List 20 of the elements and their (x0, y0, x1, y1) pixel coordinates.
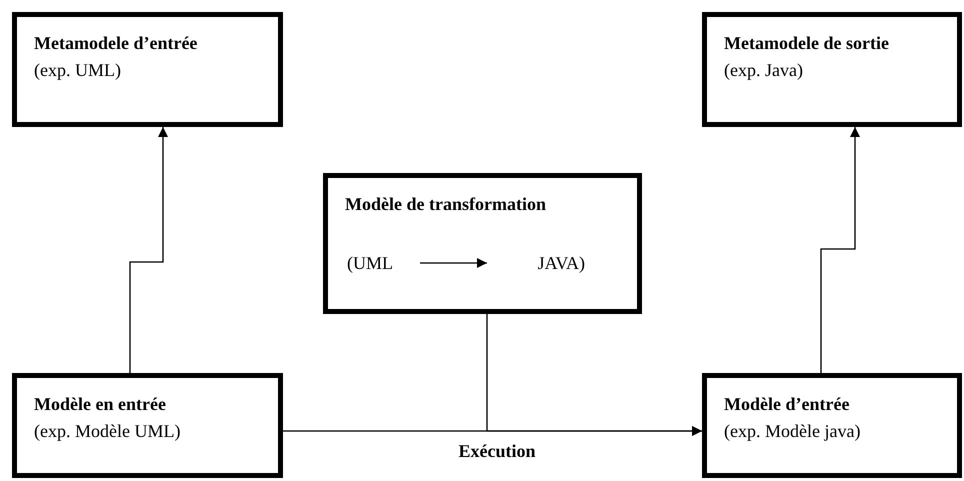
box-subtitle: (exp. UML) (34, 59, 121, 82)
process-box (702, 12, 962, 127)
box-title: Metamodele d’entrée (34, 32, 198, 55)
arrow (820, 127, 860, 373)
arrow (420, 258, 487, 268)
bare-text: (UML (347, 250, 420, 276)
box-subtitle: (exp. Modèle UML) (34, 420, 180, 443)
box-subtitle: (exp. Modèle java) (724, 420, 860, 443)
box-title: Modèle de transformation (345, 193, 546, 216)
box-title: Metamodele de sortie (724, 32, 889, 55)
process-box (702, 373, 962, 478)
process-box (12, 373, 283, 478)
arrow (129, 127, 168, 373)
bare-text: JAVA) (487, 250, 585, 276)
box-title: Modèle en entrée (34, 393, 166, 416)
box-subtitle: (exp. Java) (724, 59, 803, 82)
arrow (486, 314, 702, 436)
process-box (12, 12, 283, 127)
box-title: Modèle d’entrée (724, 393, 850, 416)
process-box (323, 173, 642, 314)
